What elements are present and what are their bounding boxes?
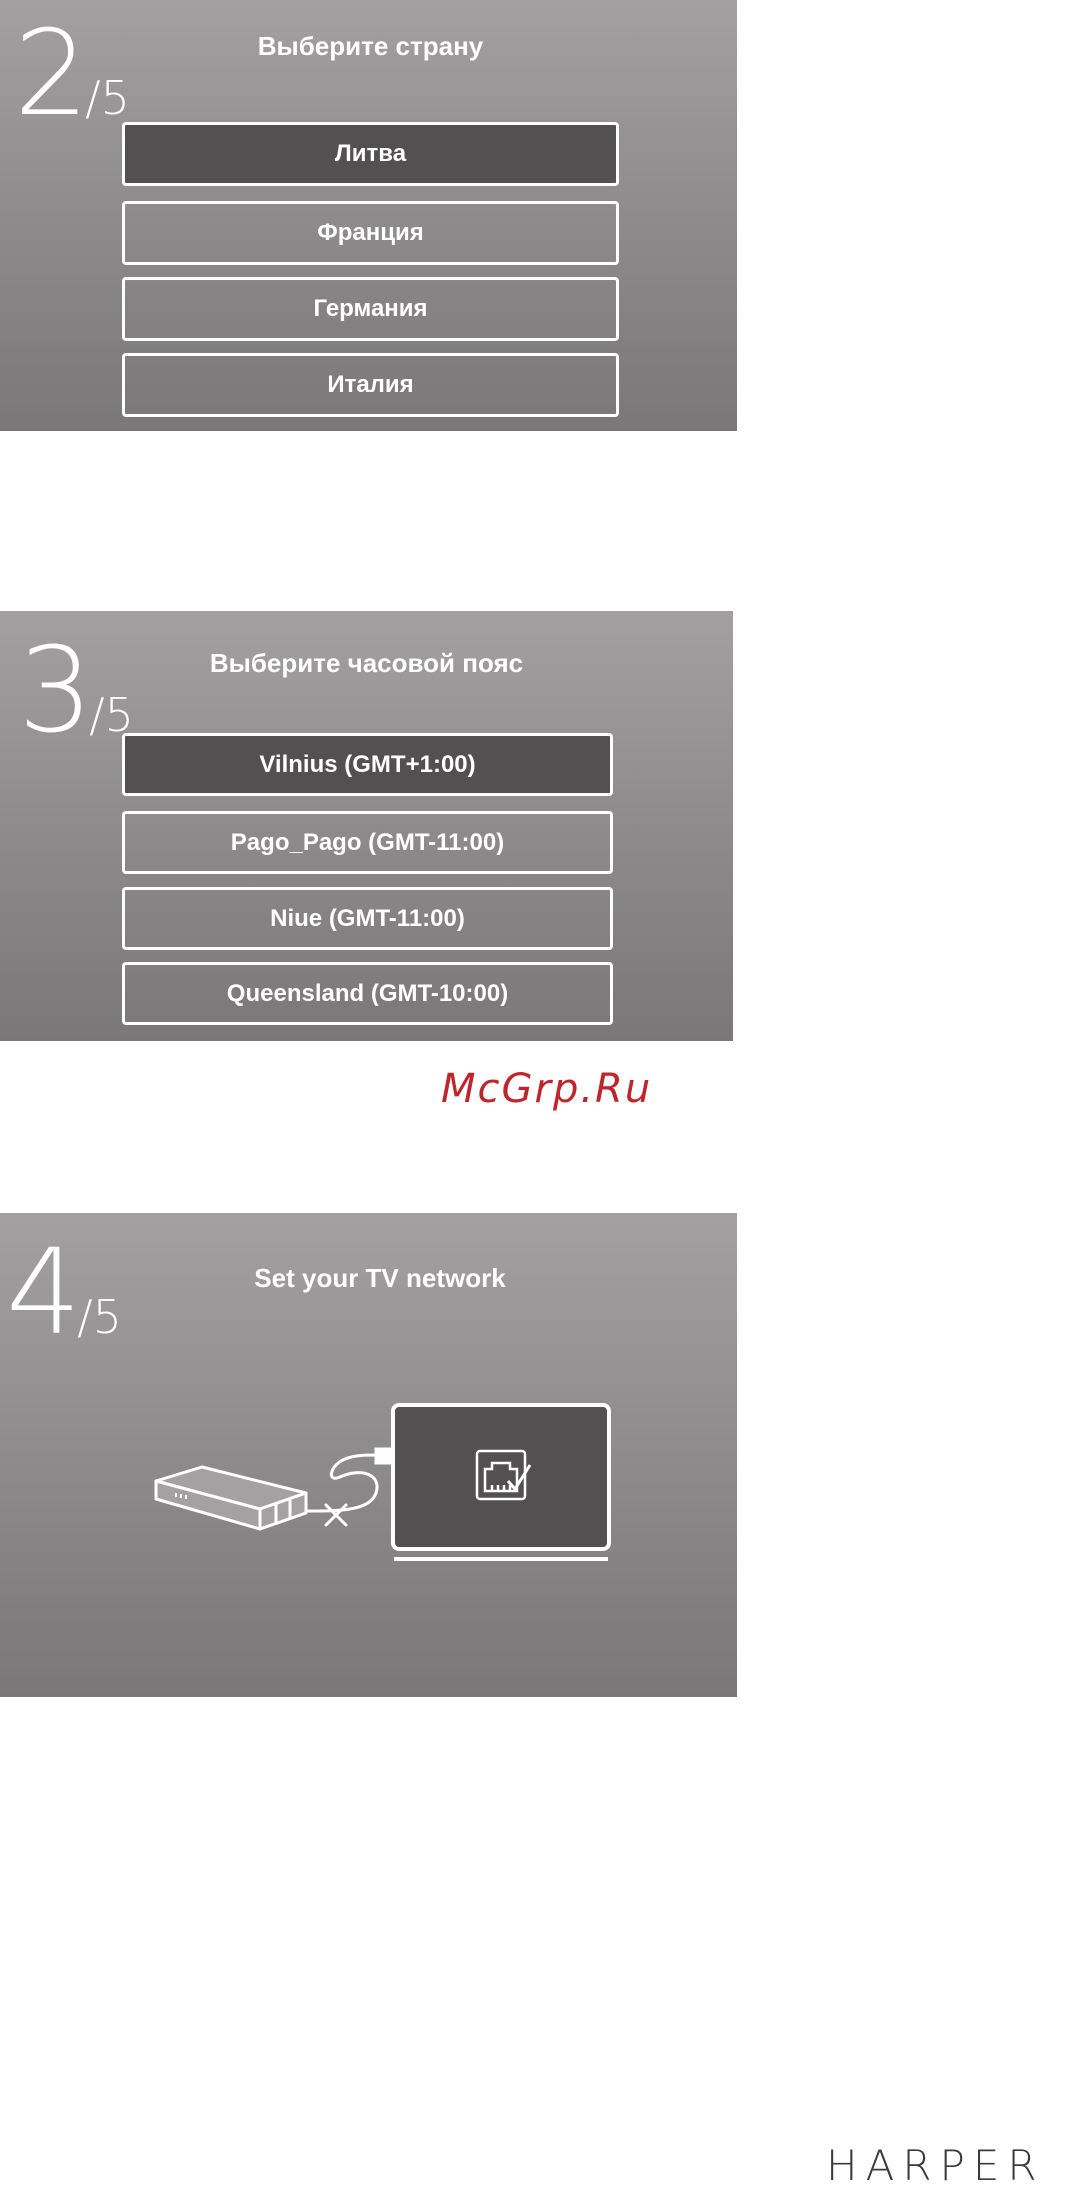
- step-current: 3: [18, 621, 93, 759]
- timezone-option-vilnius[interactable]: Vilnius (GMT+1:00): [122, 733, 613, 796]
- timezone-option-queensland[interactable]: Queensland (GMT-10:00): [122, 962, 613, 1025]
- country-option-france[interactable]: Франция: [122, 201, 619, 265]
- screen-title: Выберите часовой пояс: [122, 648, 611, 679]
- step-current: 4: [6, 1223, 81, 1361]
- step-total: /5: [77, 1290, 122, 1344]
- screen-title: Выберите страну: [122, 31, 619, 62]
- cable-disconnected-icon: [306, 1449, 390, 1525]
- step-indicator: 2/5: [14, 14, 130, 132]
- step-indicator: 3/5: [18, 631, 134, 749]
- network-setup-screen: 4/5 Set your TV network: [0, 1213, 737, 1697]
- screen-title: Set your TV network: [180, 1263, 580, 1294]
- timezone-option-niue[interactable]: Niue (GMT-11:00): [122, 887, 613, 950]
- country-option-germany[interactable]: Германия: [122, 277, 619, 341]
- router-icon: [156, 1467, 306, 1529]
- timezone-option-pago-pago[interactable]: Pago_Pago (GMT-11:00): [122, 811, 613, 874]
- step-total: /5: [85, 71, 130, 125]
- country-option-lithuania[interactable]: Литва: [122, 122, 619, 186]
- country-option-italy[interactable]: Италия: [122, 353, 619, 417]
- step-current: 2: [14, 4, 89, 142]
- network-illustration: [140, 1393, 640, 1583]
- brand-logo: HARPER: [826, 2141, 1045, 2190]
- tv-icon: [393, 1405, 609, 1559]
- step-indicator: 4/5: [6, 1233, 122, 1351]
- watermark: McGrp.Ru: [441, 1066, 652, 1112]
- timezone-selection-screen: 3/5 Выберите часовой пояс Vilnius (GMT+1…: [0, 611, 733, 1041]
- country-selection-screen: 2/5 Выберите страну Литва Франция Герман…: [0, 0, 737, 431]
